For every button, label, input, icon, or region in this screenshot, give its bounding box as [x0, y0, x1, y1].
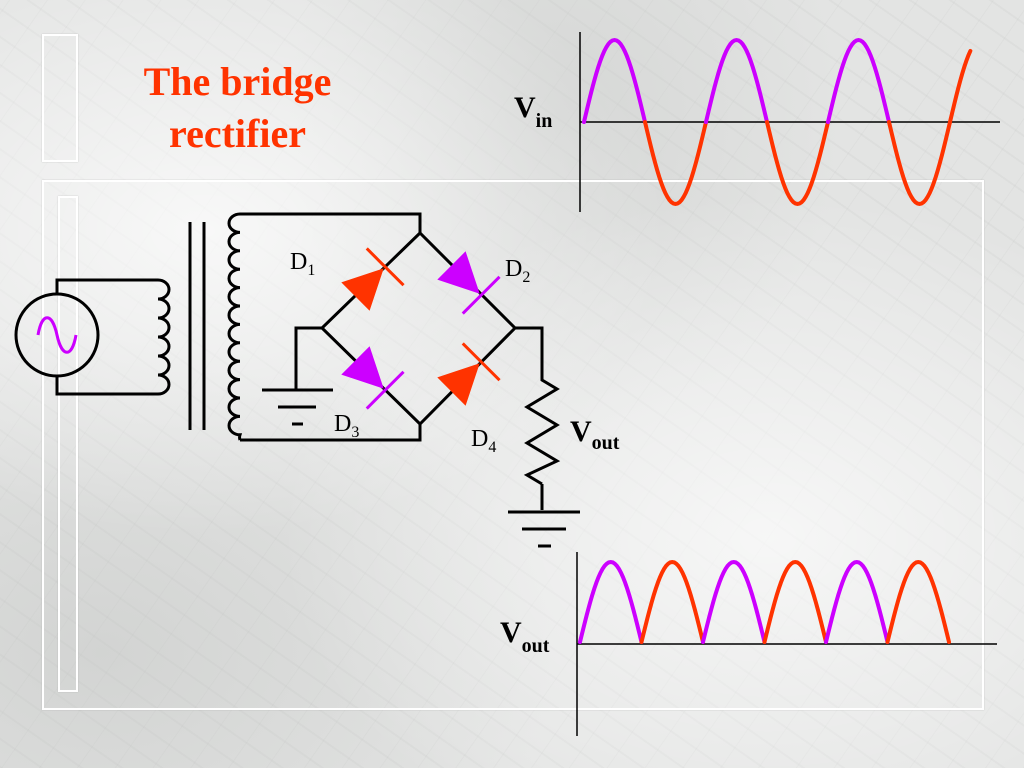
vout-hump-4: [762, 559, 828, 644]
vout-hump-5: [824, 559, 890, 644]
label-vout-graph: Vout: [500, 616, 550, 657]
secondary-coil: [227, 212, 243, 441]
ground-symbol-left: [262, 388, 333, 426]
vin-half-1: [582, 37, 647, 124]
vin-half-5: [826, 37, 891, 124]
primary-wires: [55, 278, 158, 396]
load-resistor: [523, 372, 561, 486]
vout-axes: [576, 552, 997, 736]
vin-half-6: [887, 120, 952, 207]
vin-half-4: [765, 120, 830, 207]
label-d3: D3: [334, 411, 359, 441]
diode-d1: [341, 247, 405, 311]
vout-hump-1: [578, 559, 644, 644]
title-frame-bar: [42, 34, 78, 162]
title-line-1: The bridge: [143, 59, 332, 104]
vin-half-3: [704, 37, 769, 124]
label-vin: Vin: [514, 91, 552, 132]
label-d4: D4: [471, 426, 496, 456]
label-d2: D2: [505, 256, 530, 286]
vout-waveform: [578, 559, 951, 644]
content-frame: [42, 180, 984, 710]
slide-title: The bridge rectifier: [95, 56, 380, 160]
vout-hump-3: [701, 559, 767, 644]
vin-tail: [948, 48, 973, 124]
label-d1: D1: [290, 249, 315, 279]
title-line-2: rectifier: [169, 111, 306, 156]
primary-coil: [157, 278, 171, 396]
vout-hump-6: [885, 559, 951, 644]
label-vout-resistor: Vout: [570, 415, 620, 454]
transformer-core: [188, 222, 206, 430]
content-frame-bar: [58, 196, 78, 692]
vin-half-2: [643, 120, 708, 207]
vout-hump-2: [639, 559, 705, 644]
diode-d3: [341, 346, 405, 410]
diode-d4: [437, 342, 501, 406]
bridge-wires: [240, 212, 544, 510]
ac-source: [14, 292, 100, 378]
ground-symbol-right: [508, 510, 580, 548]
vin-waveform: [582, 37, 973, 207]
diode-d2: [437, 251, 501, 315]
vin-axes: [579, 32, 1000, 212]
